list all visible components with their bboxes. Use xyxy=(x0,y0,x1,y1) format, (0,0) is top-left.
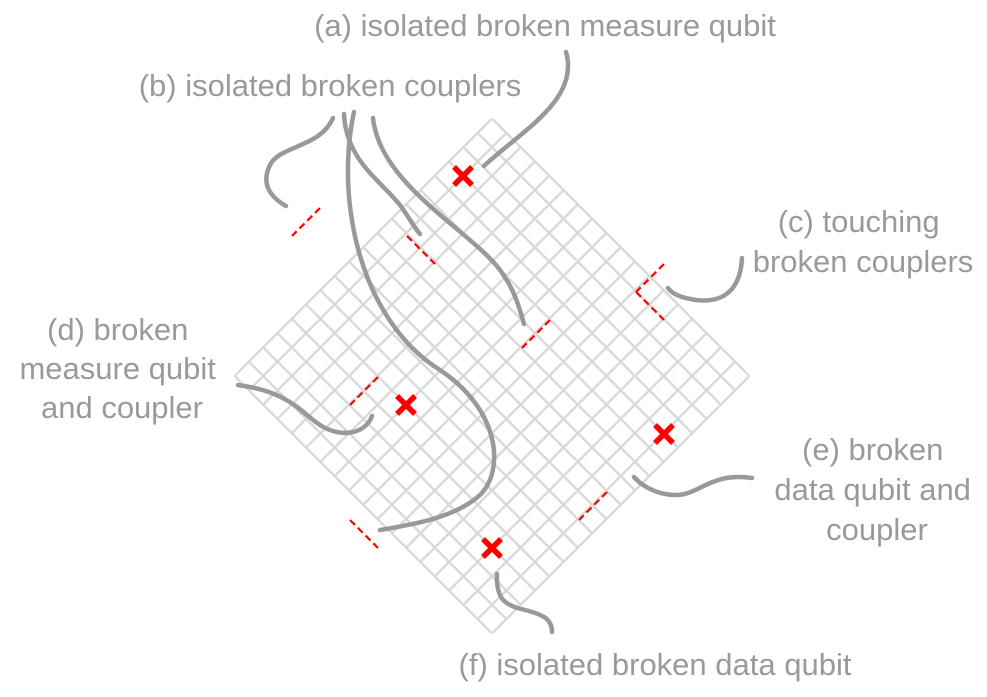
lattice-line xyxy=(491,375,751,635)
lattice-line xyxy=(319,203,579,463)
leader-b1 xyxy=(264,115,336,209)
leader-c xyxy=(665,255,745,303)
label-e: (e) broken data qubit and coupler xyxy=(774,432,979,547)
lattice-line xyxy=(405,289,665,549)
leader-f xyxy=(494,571,555,635)
label-e-line3: coupler xyxy=(826,512,928,547)
label-c-line2: broken couplers xyxy=(753,244,974,279)
broken-coupler-d xyxy=(349,376,379,406)
label-b: (b) isolated broken couplers xyxy=(139,68,522,103)
x-mark-icon xyxy=(395,394,417,416)
label-c-line1: (c) touching xyxy=(778,204,940,239)
x-mark-icon xyxy=(653,423,675,445)
lattice-line xyxy=(362,246,622,506)
leader-b3 xyxy=(370,115,527,327)
lattice-line xyxy=(462,346,722,606)
label-d-line3: and coupler xyxy=(41,390,203,425)
leader-a xyxy=(481,49,571,169)
lattice-line xyxy=(391,275,650,534)
lattice-line xyxy=(348,232,608,492)
broken-qubits xyxy=(395,165,675,559)
broken-coupler-c2 xyxy=(635,291,665,321)
qubit-lattice-grid xyxy=(233,117,751,635)
label-f-line1: (f) isolated broken data qubit xyxy=(459,647,852,682)
leader-b2 xyxy=(341,111,423,237)
broken-coupler-c1 xyxy=(635,263,665,293)
label-a-line1: (a) isolated broken measure qubit xyxy=(314,8,776,43)
lattice-line xyxy=(434,318,693,577)
broken-coupler-b1 xyxy=(291,207,321,237)
broken-coupler-e xyxy=(578,491,608,521)
x-mark-icon xyxy=(481,537,503,559)
broken-coupler-bottom xyxy=(349,519,379,549)
label-e-line2: data qubit and xyxy=(774,472,971,507)
label-b-line1: (b) isolated broken couplers xyxy=(139,68,522,103)
lattice-line xyxy=(334,218,593,477)
label-d-line1: (d) broken xyxy=(47,312,188,347)
lattice-line xyxy=(262,146,522,406)
label-c: (c) touching broken couplers xyxy=(753,204,974,279)
leader-e xyxy=(631,474,755,498)
label-d: (d) broken measure qubit and coupler xyxy=(19,312,224,425)
lattice-line xyxy=(291,175,550,434)
broken-coupler-b2 xyxy=(406,235,436,265)
broken-couplers xyxy=(291,207,665,549)
label-a: (a) isolated broken measure qubit xyxy=(314,8,776,43)
lattice-line xyxy=(376,260,636,520)
leader-b4 xyxy=(345,109,497,533)
label-d-line2: measure qubit xyxy=(19,351,216,386)
lattice-line xyxy=(276,160,536,420)
broken-coupler-b3 xyxy=(521,319,551,349)
leader-d xyxy=(235,382,375,436)
leader-lines xyxy=(235,49,755,635)
lattice-line xyxy=(233,117,493,377)
label-e-line1: (e) broken xyxy=(802,432,943,467)
label-f: (f) isolated broken data qubit xyxy=(459,647,852,682)
lattice-line xyxy=(491,117,751,377)
lattice-line xyxy=(419,303,679,563)
annotation-labels: (a) isolated broken measure qubit (b) is… xyxy=(19,8,979,682)
x-mark-icon xyxy=(452,165,474,187)
lattice-line xyxy=(233,375,493,635)
lattice-line xyxy=(305,189,565,449)
lattice-line xyxy=(477,361,736,620)
